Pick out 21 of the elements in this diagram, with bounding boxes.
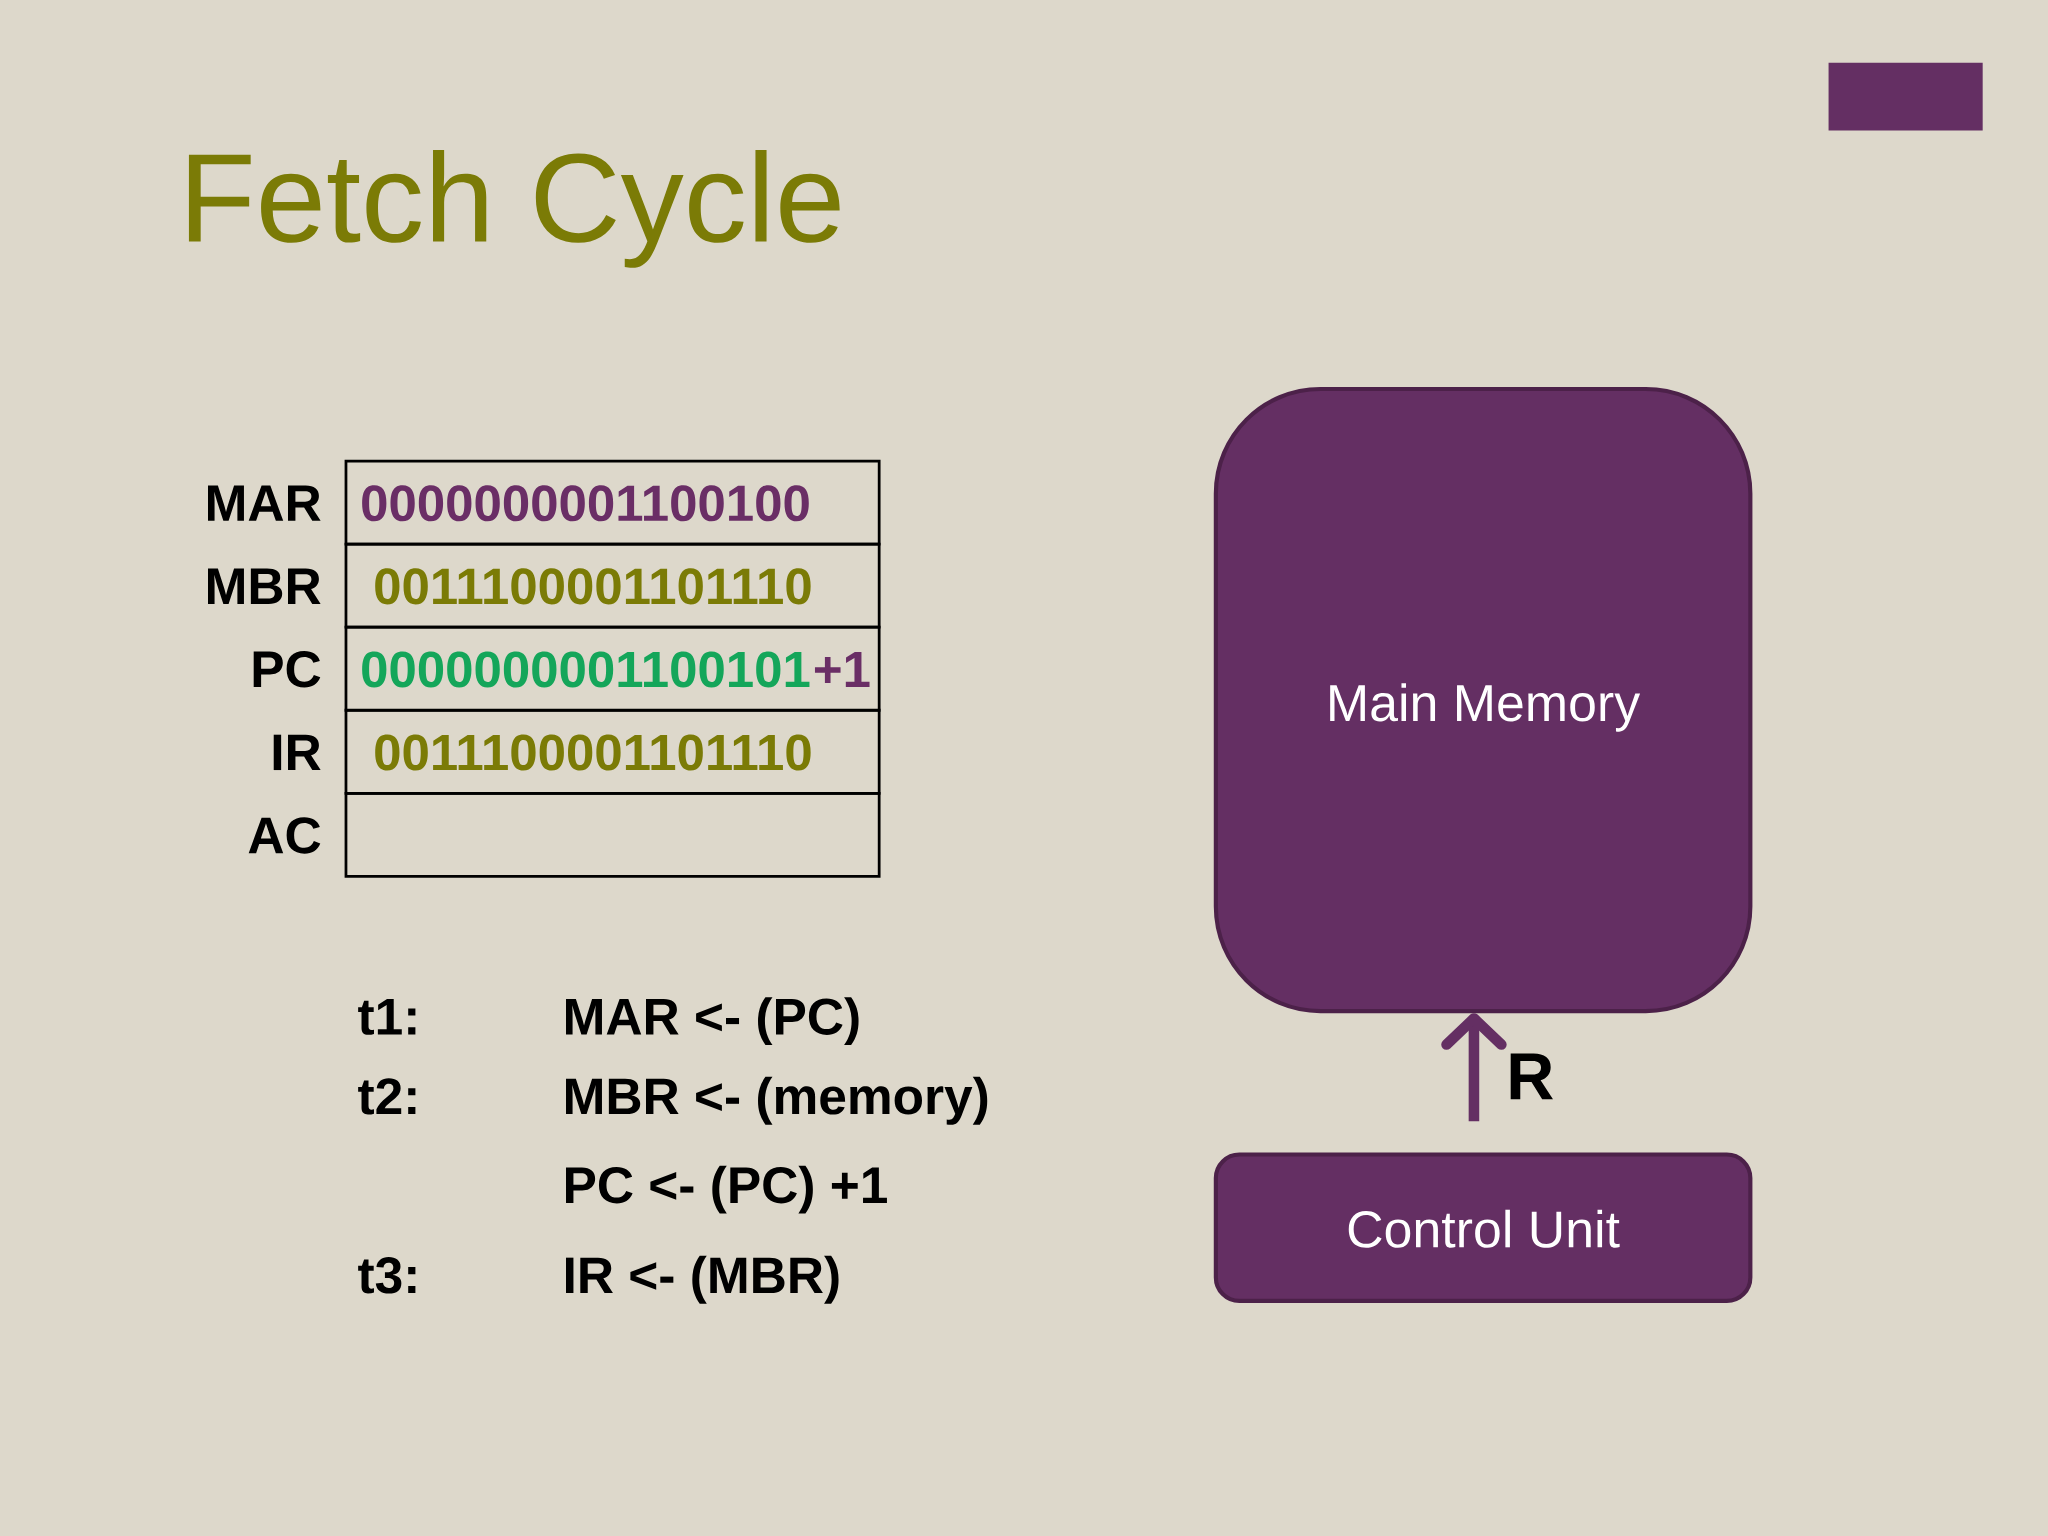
edge-label: R [1510, 1053, 1553, 1100]
transfer-text: MAR <- (PC) [566, 997, 859, 1046]
register-name: IR [273, 734, 321, 771]
transfer-text: IR <- (MBR) [566, 1255, 839, 1304]
register-cell: 0000000001100101+1 [344, 625, 881, 712]
step-label: t1: [358, 999, 416, 1035]
transfer-text: PC <- (PC) +1 [566, 1165, 887, 1214]
register-name: MAR [208, 485, 321, 521]
memory-box: Main Memory [1213, 386, 1753, 1014]
title: Fetch Cycle [188, 150, 840, 268]
register-cell: 0011100001101110 [344, 542, 881, 629]
register-cell [344, 791, 881, 878]
register-cell: 0000000001100100 [344, 459, 881, 546]
register-name: MBR [208, 568, 321, 604]
register-cell: 0011100001101110 [344, 708, 881, 795]
register-name: PC [253, 651, 321, 688]
step-label: t2: [358, 1078, 416, 1115]
step-label: t3: [358, 1257, 416, 1294]
control-unit-box: Control Unit [1213, 1152, 1753, 1303]
register-name: AC [248, 817, 321, 854]
transfer-text: MBR <- (memory) [566, 1076, 988, 1125]
